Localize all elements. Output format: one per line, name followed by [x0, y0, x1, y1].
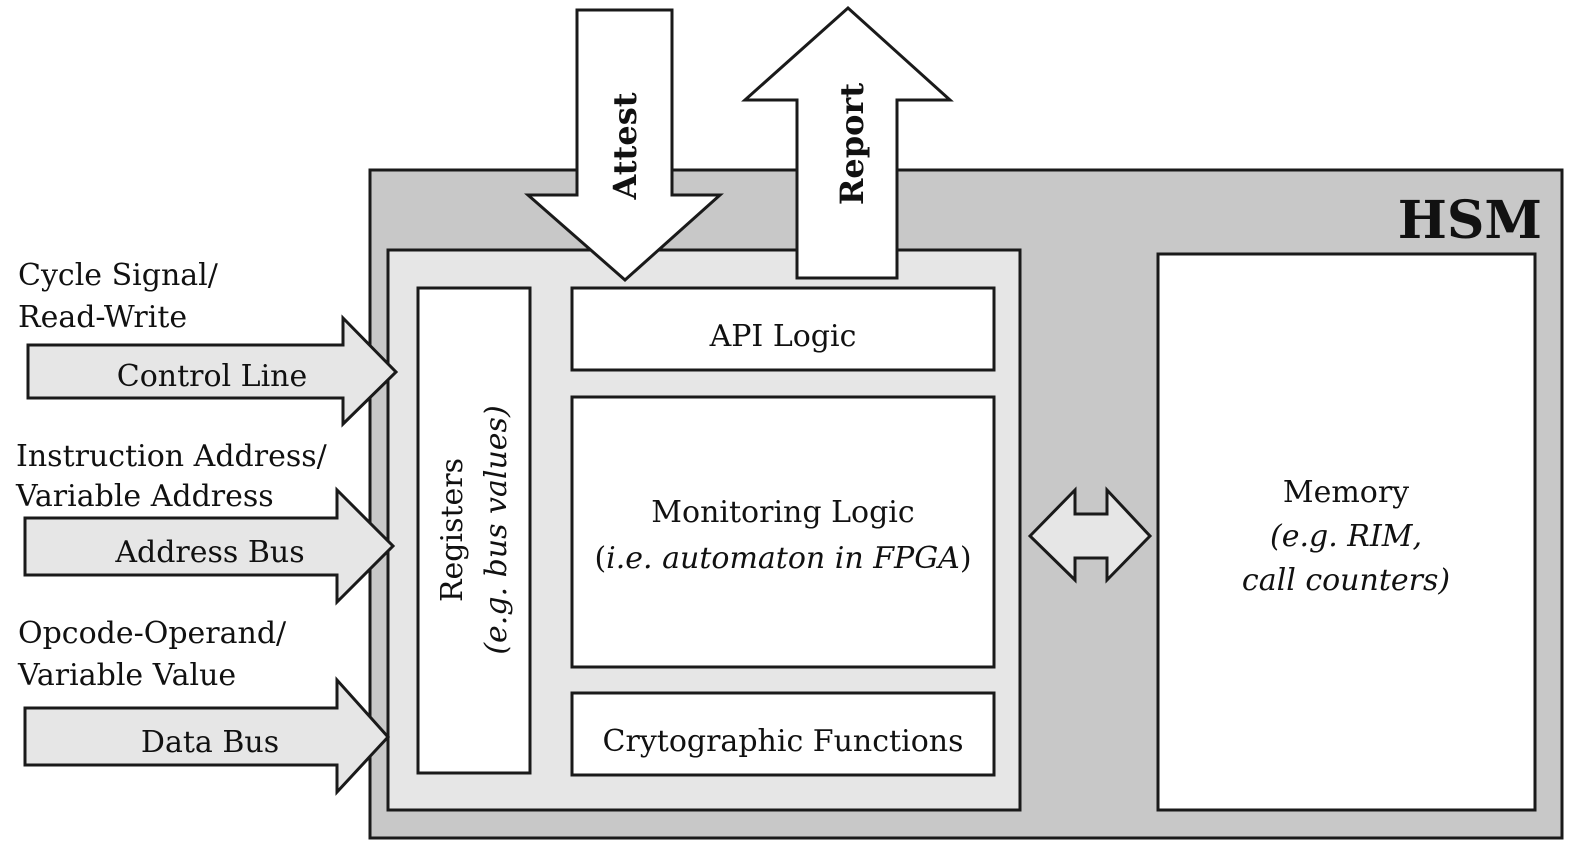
memory-box [1156, 252, 1537, 812]
attest-label: Attest [606, 92, 644, 200]
input-signal-address-2: Variable Address [15, 479, 274, 514]
monitoring-logic-label: Monitoring Logic [651, 495, 914, 530]
data-bus-label: Data Bus [141, 725, 279, 760]
registers-sub: (e.g. bus values) [479, 405, 514, 654]
memory-sub-1: (e.g. RIM, [1270, 519, 1422, 554]
registers-box [416, 286, 532, 775]
control-line-arrow [26, 314, 399, 428]
report-arrow [741, 5, 954, 280]
monitoring-logic-box [570, 395, 996, 669]
registers-label: Registers [435, 458, 470, 602]
hsm-title: HSM [1398, 190, 1542, 251]
memory-sub-2: call counters) [1242, 563, 1450, 598]
memory-double-arrow [1027, 486, 1153, 584]
data-bus-arrow [23, 676, 391, 796]
input-signal-control-2: Read-Write [18, 300, 187, 335]
input-signal-data-1: Opcode-Operand/ [18, 616, 287, 651]
crypto-functions-box [570, 691, 996, 777]
api-logic-box [570, 286, 996, 372]
attest-arrow [524, 8, 724, 283]
monitoring-logic-sub: (i.e. automaton in FPGA) [594, 541, 971, 576]
control-line-label: Control Line [117, 359, 308, 394]
input-signal-data-2: Variable Value [17, 658, 236, 693]
api-logic-label: API Logic [709, 319, 857, 354]
report-label: Report [833, 83, 871, 206]
crypto-functions-label: Crytographic Functions [603, 724, 964, 759]
memory-label: Memory [1283, 475, 1409, 510]
address-bus-label: Address Bus [114, 535, 304, 570]
input-signal-control-1: Cycle Signal/ [18, 258, 219, 293]
input-signal-address-1: Instruction Address/ [16, 439, 328, 474]
address-bus-arrow [23, 486, 396, 606]
